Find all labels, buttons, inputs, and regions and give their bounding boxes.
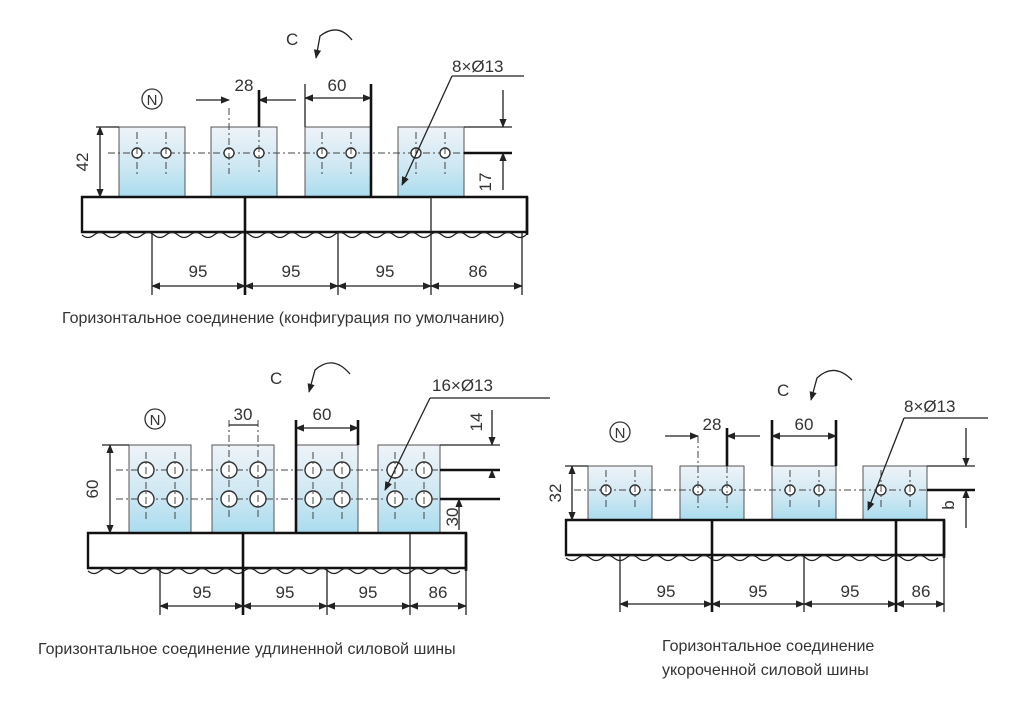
width-label: 60 bbox=[795, 415, 814, 434]
neutral-label: N bbox=[615, 425, 626, 442]
busbar-l2 bbox=[771, 465, 837, 521]
rotation-arrow bbox=[313, 29, 353, 59]
spacing-label: 95 bbox=[657, 582, 676, 601]
width-label: 60 bbox=[328, 76, 347, 95]
rotation-arrow bbox=[809, 369, 853, 401]
base-plate bbox=[80, 195, 529, 234]
offset-label: b bbox=[939, 500, 958, 509]
spacing-label: 95 bbox=[193, 583, 212, 602]
caption-extended: Горизонтальное соединение удлиненной сил… bbox=[38, 641, 456, 658]
neutral-marker bbox=[144, 408, 166, 430]
neutral-marker bbox=[141, 88, 163, 110]
pitch-label: 28 bbox=[235, 76, 254, 95]
busbar-l3 bbox=[397, 126, 465, 198]
spacing-label: 95 bbox=[749, 582, 768, 601]
busbar-n bbox=[118, 126, 186, 198]
rotation-label: C bbox=[270, 369, 282, 388]
busbar-l2 bbox=[304, 126, 372, 198]
neutral-label: N bbox=[147, 92, 158, 109]
offset-label: 17 bbox=[476, 173, 495, 192]
pitch-label: 28 bbox=[703, 415, 722, 434]
spacing-label: 95 bbox=[376, 262, 395, 281]
busbar-l3 bbox=[377, 444, 441, 534]
base-plate bbox=[86, 531, 468, 570]
caption-shortened-line1: Горизонтальное соединение bbox=[662, 638, 874, 655]
busbar-n bbox=[128, 444, 192, 534]
spacing-label: 86 bbox=[912, 582, 931, 601]
offset-top-label: 14 bbox=[467, 413, 486, 432]
neutral-marker bbox=[609, 421, 631, 443]
spacing-label: 95 bbox=[359, 583, 378, 602]
busbar-l1 bbox=[679, 465, 745, 521]
spacing-label: 86 bbox=[429, 583, 448, 602]
busbar-l1 bbox=[210, 126, 278, 198]
width-label: 60 bbox=[313, 405, 332, 424]
caption-default: Горизонтальное соединение (конфигурация … bbox=[62, 310, 504, 327]
rotation-arrow bbox=[307, 362, 351, 393]
diagram-default: 95 95 95 86 42 28 60 N C 8×Ø bbox=[62, 29, 529, 327]
rotation-label: C bbox=[777, 381, 789, 400]
base-plate bbox=[564, 518, 946, 557]
height-label: 42 bbox=[73, 153, 92, 172]
busbar-n bbox=[587, 465, 653, 521]
spacing-label: 86 bbox=[469, 262, 488, 281]
height-label: 60 bbox=[83, 480, 102, 499]
spacing-label: 95 bbox=[841, 582, 860, 601]
diagram-extended: 95 95 95 86 60 30 60 N C 16×Ø13 bbox=[38, 362, 550, 658]
holes-label: 8×Ø13 bbox=[452, 57, 504, 76]
diagram-shortened: 95 95 95 86 32 28 60 N C 8×Ø bbox=[546, 369, 988, 679]
rotation-label: C bbox=[286, 30, 298, 49]
neutral-label: N bbox=[150, 412, 161, 429]
spacing-label: 95 bbox=[276, 583, 295, 602]
caption-shortened-line2: укороченной силовой шины bbox=[662, 662, 869, 679]
busbar-l2 bbox=[295, 444, 359, 534]
pitch-label: 30 bbox=[234, 405, 253, 424]
busbar-l1 bbox=[211, 444, 275, 534]
busbar-l3 bbox=[862, 465, 928, 521]
height-label: 32 bbox=[546, 484, 565, 503]
spacing-label: 95 bbox=[282, 262, 301, 281]
holes-label: 8×Ø13 bbox=[904, 397, 956, 416]
holes-label: 16×Ø13 bbox=[432, 376, 493, 395]
offset-label: 30 bbox=[443, 508, 462, 527]
spacing-label: 95 bbox=[189, 262, 208, 281]
